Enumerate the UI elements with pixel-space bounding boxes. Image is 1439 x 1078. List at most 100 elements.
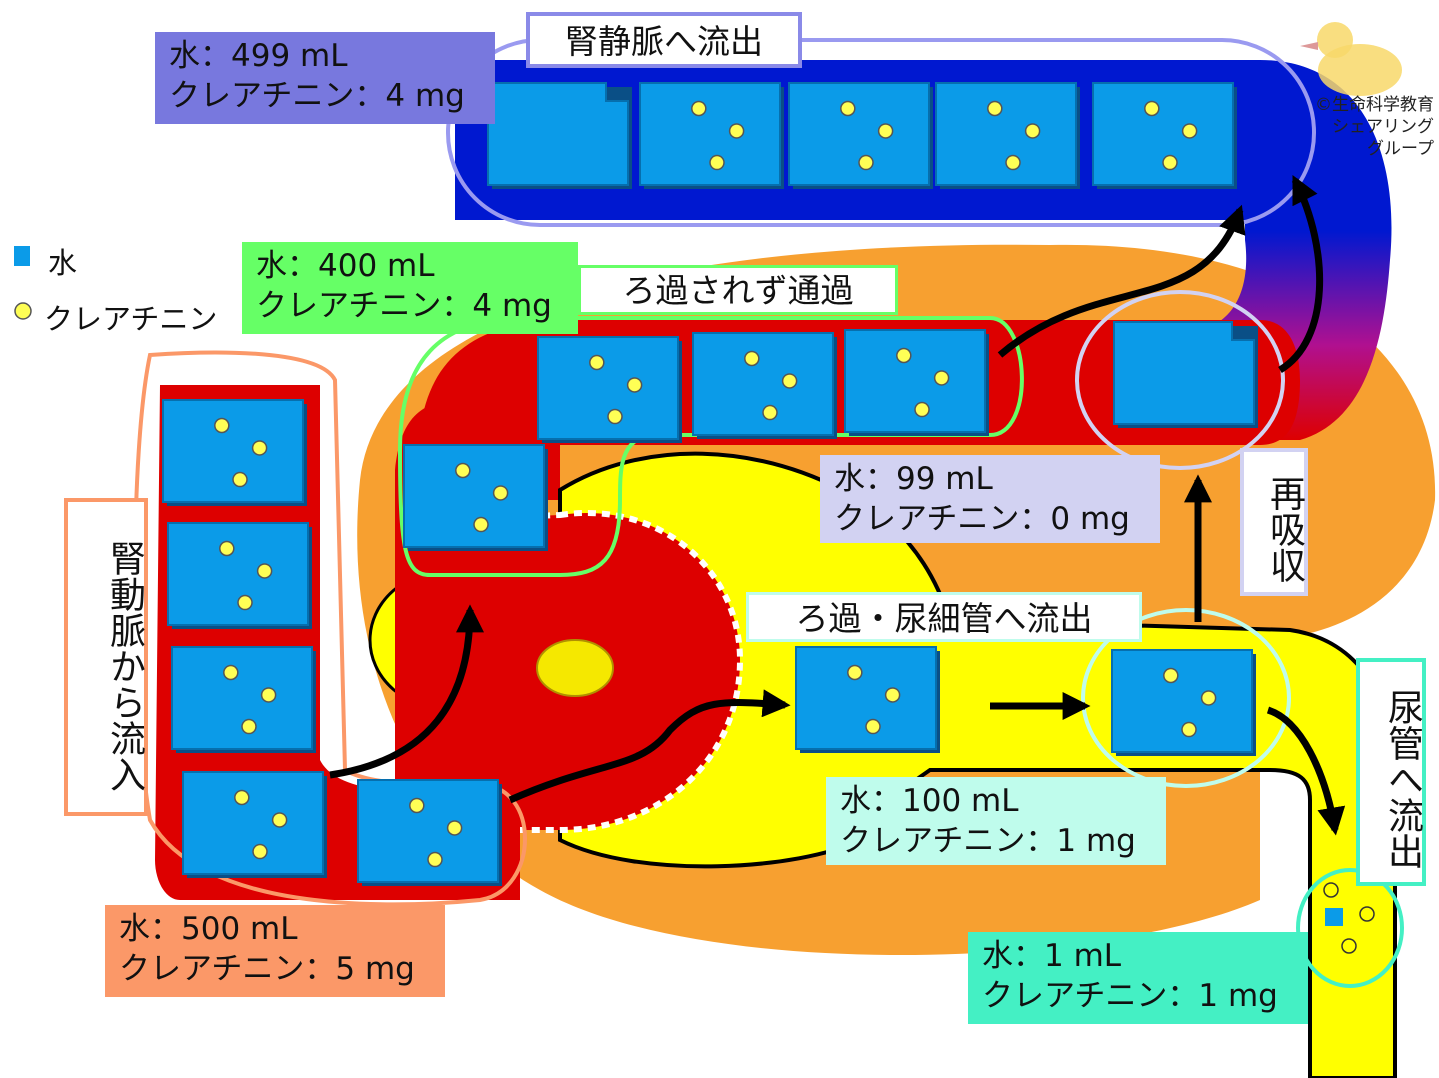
creatinine-dot [933, 370, 950, 386]
passthrough-water: 水：400 mL [256, 248, 435, 284]
reabsorbed-creatinine: クレアチニン：0 mg [834, 501, 1130, 537]
water-unit-block [357, 779, 502, 886]
creatinine-dot [219, 540, 235, 557]
glomerulus-center [536, 639, 614, 697]
creatinine-dot [896, 347, 912, 364]
vein-outline [446, 38, 1316, 227]
vein-quantity-box: 水：499 mL クレアチニン：4 mg [155, 32, 495, 124]
artery-water: 水：500 mL [119, 911, 298, 947]
creatinine-dot [728, 123, 745, 139]
water-unit-block [171, 646, 316, 753]
creatinine-dot [492, 485, 509, 501]
copyright-credit: ©生命科学教育 シェアリング グループ [1278, 94, 1434, 160]
reabsorb-outline [1075, 290, 1285, 470]
creatinine-dot-icon [14, 302, 32, 320]
arrow-to-ureter [1266, 706, 1346, 836]
water-unit-block [692, 332, 837, 439]
creatinine-dot [884, 687, 901, 703]
creatinine-dot [1005, 154, 1021, 171]
creatinine-dot [589, 354, 605, 371]
reabsorbed-water: 水：99 mL [834, 461, 993, 497]
creatinine-dot [256, 563, 273, 579]
water-unit-block [844, 329, 989, 436]
creatinine-dot [744, 350, 760, 367]
water-unit-block [639, 82, 784, 189]
creatinine-dot [781, 373, 798, 389]
water-unit-block [795, 646, 940, 753]
water-unit-block [1092, 82, 1237, 189]
creatinine-dot [260, 687, 277, 703]
creatinine-dot [241, 718, 257, 735]
water-unit-block [788, 82, 933, 189]
arrow-to-glomerulus [329, 604, 484, 779]
creatinine-dot [709, 154, 725, 171]
arrow-efferent-up [997, 204, 1246, 358]
passthrough-creatinine: クレアチニン：4 mg [256, 288, 552, 324]
duck-logo [1300, 22, 1402, 96]
credit-line-1: ©生命科学教育 [1315, 95, 1434, 115]
creatinine-dot [607, 408, 623, 425]
water-units [162, 82, 1375, 954]
urine-quantity-box: 水：1 mL クレアチニン：1 mg [968, 932, 1308, 1024]
urine-outline [1296, 868, 1404, 988]
urine-water-unit [1325, 908, 1343, 926]
water-unit-block [1111, 649, 1256, 756]
creatinine-dot [914, 401, 930, 418]
urine-creatinine-dot [1341, 938, 1357, 954]
reabsorption-title: 再吸収 [1240, 448, 1308, 596]
creatinine-dot [1163, 667, 1179, 684]
urine-water: 水：1 mL [982, 938, 1122, 974]
water-unit-block [182, 771, 327, 878]
legend-creatinine-label: クレアチニン [44, 302, 218, 336]
creatinine-dot [762, 404, 778, 421]
creatinine-dot [626, 377, 643, 393]
creatinine-dot [1024, 123, 1041, 139]
creatinine-dot [446, 820, 463, 836]
creatinine-dot [847, 664, 863, 681]
filtered-creatinine: クレアチニン：1 mg [840, 823, 1136, 859]
creatinine-dot [234, 789, 250, 806]
passthrough-quantity-box: 水：400 mL クレアチニン：4 mg [242, 242, 578, 334]
creatinine-dot [455, 462, 471, 479]
credit-line-2: シェアリング [1332, 117, 1434, 137]
vein-creatinine: クレアチニン：4 mg [169, 78, 465, 114]
artery-creatinine: クレアチニン：5 mg [119, 951, 415, 987]
artery-quantity-box: 水：500 mL クレアチニン：5 mg [105, 905, 445, 997]
flow-arrows [329, 174, 1346, 836]
creatinine-dot [987, 100, 1003, 117]
creatinine-dot [223, 664, 239, 681]
creatinine-dot [1162, 154, 1178, 171]
water-unit-block [403, 444, 548, 551]
creatinine-dot [214, 417, 230, 434]
water-unit-block [935, 82, 1080, 189]
water-unit-block [167, 522, 312, 629]
creatinine-dot [840, 100, 856, 117]
renal-vein-title: 腎静脈へ流出 [526, 12, 802, 68]
reabsorbed-quantity-box: 水：99 mL クレアチニン：0 mg [820, 455, 1160, 543]
filtered-quantity-box: 水：100 mL クレアチニン：1 mg [826, 777, 1166, 865]
creatinine-dot [473, 516, 489, 533]
creatinine-dot [858, 154, 874, 171]
urine-creatinine-dot [1359, 906, 1375, 922]
legend-water-label: 水 [48, 246, 78, 280]
creatinine-dot [271, 812, 288, 828]
urine-creatinine-dot [1323, 882, 1339, 898]
ureter-title: 尿管へ流出 [1356, 658, 1426, 886]
creatinine-dot [1200, 690, 1217, 706]
credit-line-3: グループ [1367, 139, 1434, 159]
creatinine-dot [427, 851, 443, 868]
water-unit-icon [14, 246, 30, 266]
creatinine-dot [1181, 721, 1197, 738]
filtration-title: ろ過・尿細管へ流出 [746, 592, 1142, 642]
creatinine-dot [232, 471, 248, 488]
creatinine-dot [1181, 123, 1198, 139]
creatinine-dot [237, 594, 253, 611]
filtered-water: 水：100 mL [840, 783, 1019, 819]
not-filtered-title: ろ過されず通過 [578, 265, 898, 315]
creatinine-dot [409, 797, 425, 814]
creatinine-dot [877, 123, 894, 139]
creatinine-dot [251, 440, 268, 456]
creatinine-dot [865, 718, 881, 735]
arrow-reabsorb-to-vein [1278, 174, 1324, 373]
water-unit-block [537, 336, 682, 443]
